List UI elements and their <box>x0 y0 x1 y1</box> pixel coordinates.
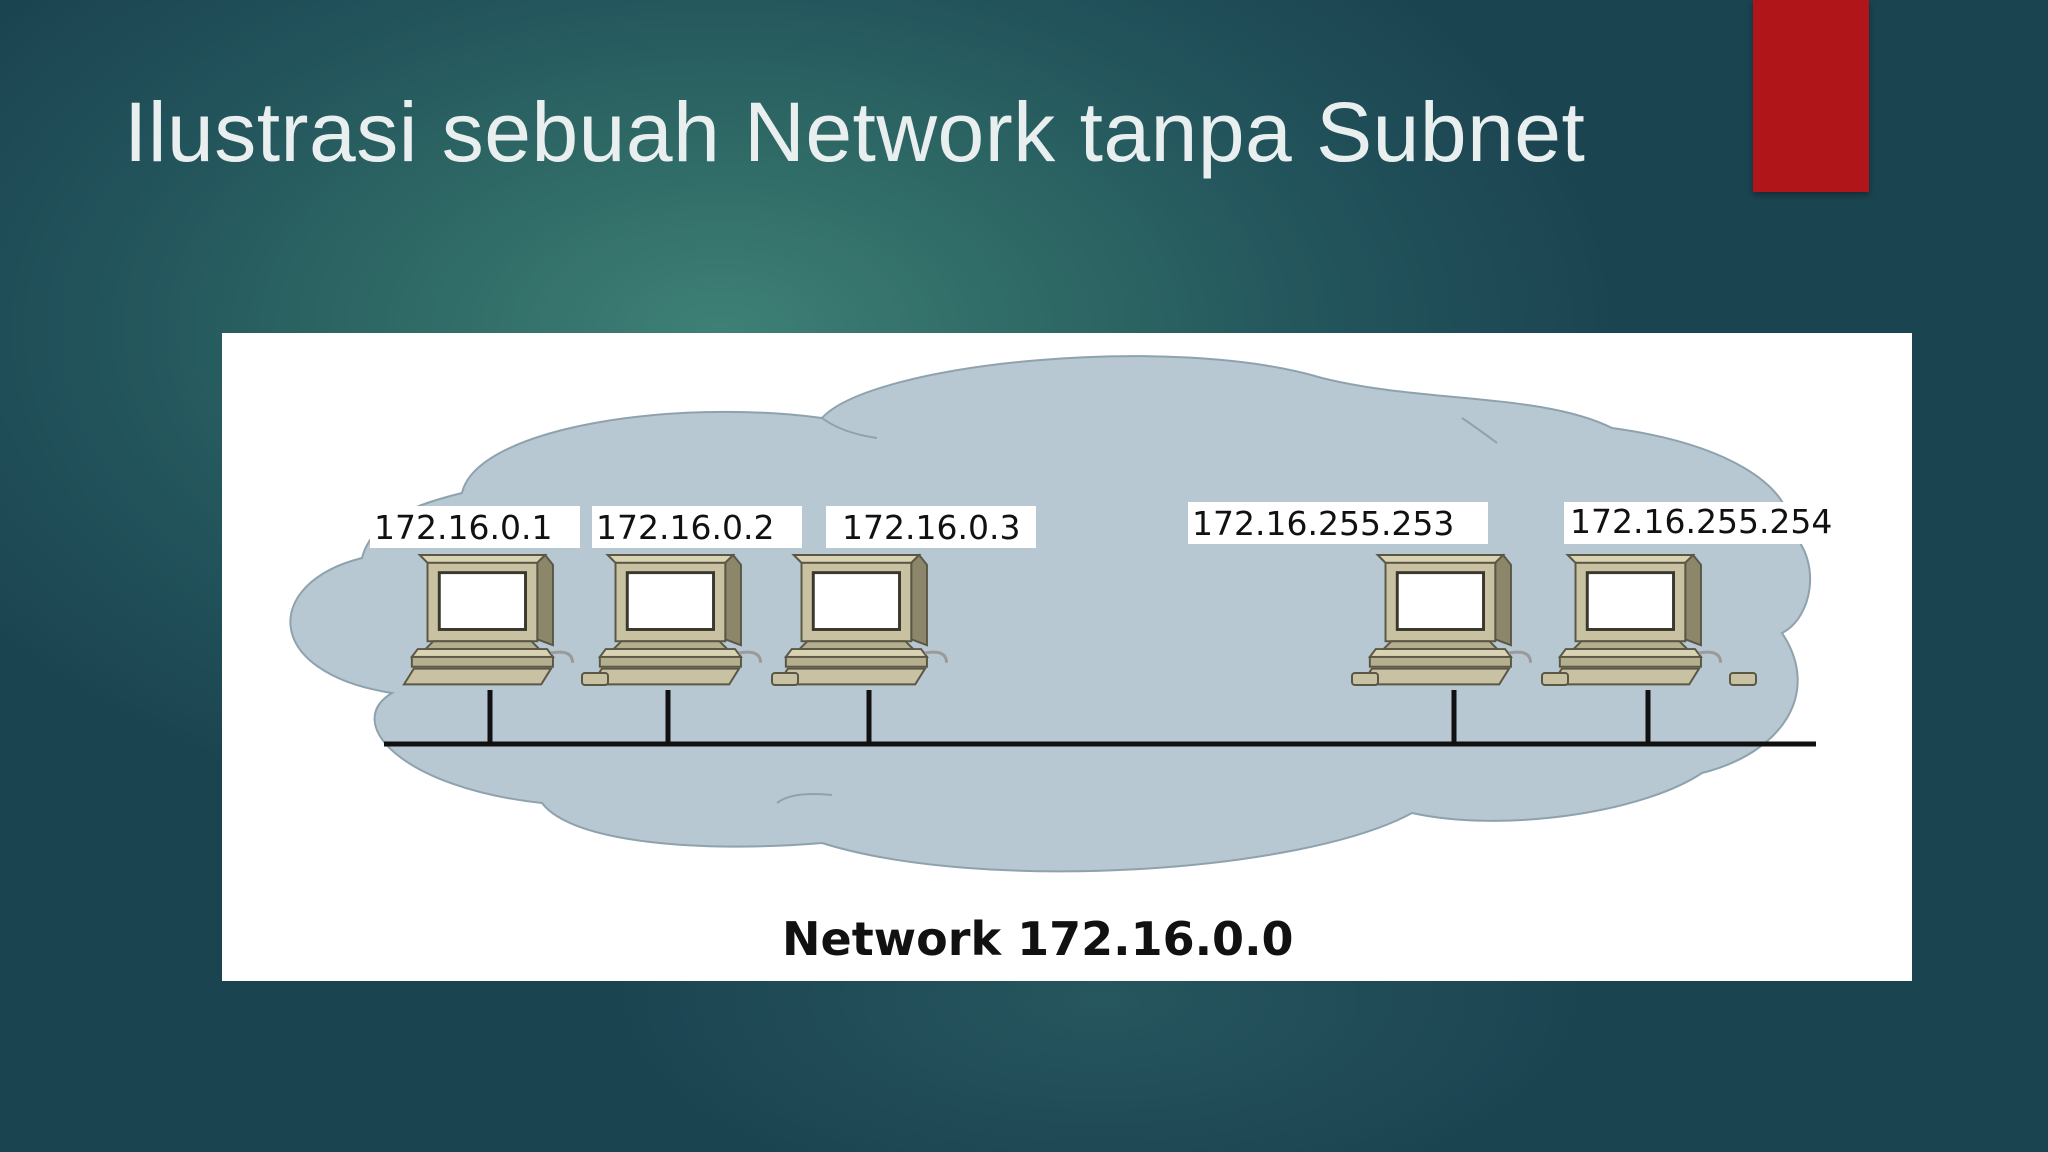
host-ip-label: 172.16.255.254 <box>1570 502 1832 541</box>
host-ip-label: 172.16.0.3 <box>842 508 1020 547</box>
host-computer-1 <box>402 553 575 686</box>
ip-label-background <box>1564 502 1874 544</box>
ip-label-background <box>592 506 802 548</box>
network-diagram: 172.16.0.1 172.16.0.2 172.16.0.3 172.16.… <box>222 333 1912 981</box>
accent-bar <box>1753 0 1869 192</box>
host-ip-label: 172.16.255.253 <box>1192 504 1454 543</box>
cloud-seam <box>776 793 833 804</box>
ip-label-background <box>370 506 580 548</box>
host-ip-label: 172.16.0.2 <box>596 508 774 547</box>
ip-label-background <box>826 506 1036 548</box>
host-ip-label: 172.16.0.1 <box>374 508 552 547</box>
cloud-seam <box>1461 417 1498 444</box>
slide-title: Ilustrasi sebuah Network tanpa Subnet <box>124 85 1586 179</box>
network-diagram-svg: 172.16.0.1 172.16.0.2 172.16.0.3 172.16.… <box>289 355 1874 966</box>
ip-label-background <box>1188 502 1488 544</box>
cloud-seam <box>821 417 878 439</box>
network-address-label: Network 172.16.0.0 <box>782 912 1294 966</box>
